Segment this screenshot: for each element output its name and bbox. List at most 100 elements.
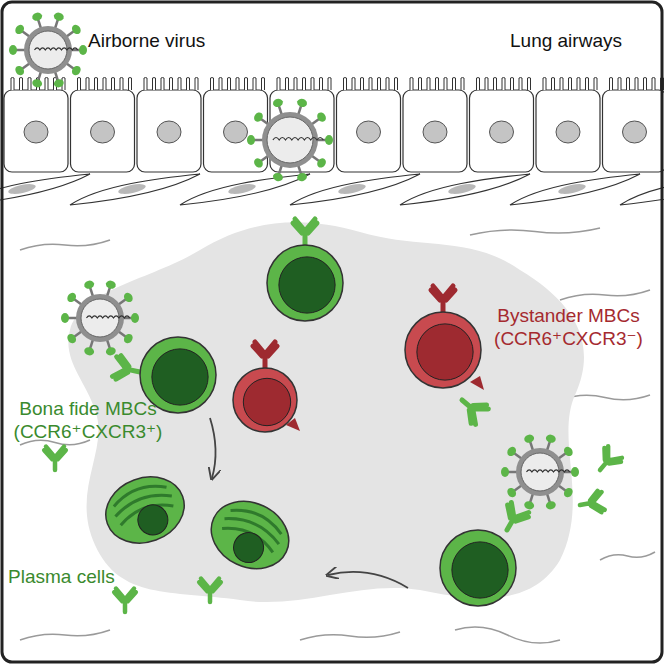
basal-cell [70, 174, 200, 205]
cilium [519, 78, 522, 90]
cilium [294, 78, 297, 90]
spike-head [545, 433, 557, 444]
cilium [178, 78, 181, 90]
viral-rna [87, 316, 130, 318]
cell-nucleus [556, 121, 580, 143]
spike-head [296, 98, 308, 109]
cilium [45, 78, 48, 90]
cilium [211, 78, 214, 90]
cilium [95, 78, 98, 90]
cilium [286, 78, 289, 90]
spike-head [571, 467, 579, 477]
spike-head [105, 279, 117, 290]
cilium [419, 78, 422, 90]
cilium [277, 78, 280, 90]
cell-nucleus [357, 121, 381, 143]
fibre-line [600, 552, 655, 560]
viral-rna [35, 48, 78, 50]
cell-nucleus [157, 121, 181, 143]
spike-head [31, 11, 43, 22]
cilium [644, 78, 647, 90]
cell-nucleus [417, 324, 473, 380]
cilium [610, 78, 613, 90]
spike-head [31, 78, 43, 89]
antibody-stroke [592, 445, 624, 477]
cilium [453, 78, 456, 90]
cilium [511, 78, 514, 90]
cilium [11, 78, 14, 90]
cell-nucleus [152, 349, 208, 405]
cell-nucleus [423, 121, 447, 143]
bystander-b-cell [405, 312, 481, 388]
virus-core [267, 117, 313, 163]
cell-label: Bona fide MBCs (CCR6⁺CXCR3⁺) [8, 398, 168, 444]
epithelium [0, 78, 664, 205]
cilium [344, 78, 347, 90]
antibody-stroke [431, 286, 455, 312]
virus-envelope [516, 448, 564, 496]
cilium [502, 78, 505, 90]
spike-head [501, 467, 509, 477]
cilium [28, 78, 31, 90]
cilium [577, 78, 580, 90]
antibody [253, 342, 277, 368]
spike-head [315, 111, 327, 124]
antibody [431, 286, 455, 312]
cilium [594, 78, 597, 90]
cilium [386, 78, 389, 90]
spike-head [252, 157, 264, 170]
basal-cell [0, 174, 90, 205]
spike-head [14, 64, 26, 77]
cilium [112, 78, 115, 90]
cell-nucleus [24, 121, 48, 143]
memory-b-cell [440, 530, 516, 606]
cell-nucleus [279, 257, 335, 313]
cilium [436, 78, 439, 90]
spike-head [562, 486, 574, 499]
antibody [112, 355, 142, 384]
cilium [528, 78, 531, 90]
cilium [494, 78, 497, 90]
spike-head [523, 500, 535, 511]
spike-head [122, 332, 134, 345]
spike-head [122, 291, 134, 304]
spike-head [506, 486, 518, 499]
cell-nucleus [117, 182, 146, 196]
cilium [369, 78, 372, 90]
virus-particle [501, 433, 579, 510]
spike-head [296, 172, 308, 183]
cilium [395, 78, 398, 90]
cell-marker [286, 418, 300, 431]
spike-head [247, 135, 255, 145]
spike-head [83, 279, 95, 290]
virus-particle [247, 98, 333, 183]
cilium [103, 78, 106, 90]
antibody [592, 445, 624, 477]
cilium [586, 78, 589, 90]
cell-nucleus [452, 542, 508, 598]
epithelial-cell [403, 90, 467, 172]
antibody-stroke [497, 501, 531, 536]
spike-head [53, 11, 65, 22]
cilium [219, 78, 222, 90]
bystander-b-cell [233, 368, 297, 432]
spike-head [70, 23, 82, 36]
antibody-stroke [114, 589, 136, 612]
cilium [543, 78, 546, 90]
epithelial-cell [137, 90, 201, 172]
basal-cell [400, 174, 530, 205]
antibody-stroke [253, 342, 277, 368]
cell-marker [470, 376, 484, 390]
antibody-stroke [454, 391, 489, 426]
spike-head [53, 78, 65, 89]
cilium [245, 78, 248, 90]
cilium [120, 78, 123, 90]
cell-nucleus [557, 182, 586, 196]
antibody [454, 391, 489, 426]
differentiation-arrow [210, 418, 216, 478]
antibody-stroke [199, 579, 221, 602]
spike-head [523, 433, 535, 444]
plasma-body [200, 489, 300, 581]
cilium [410, 78, 413, 90]
cilium [328, 78, 331, 90]
